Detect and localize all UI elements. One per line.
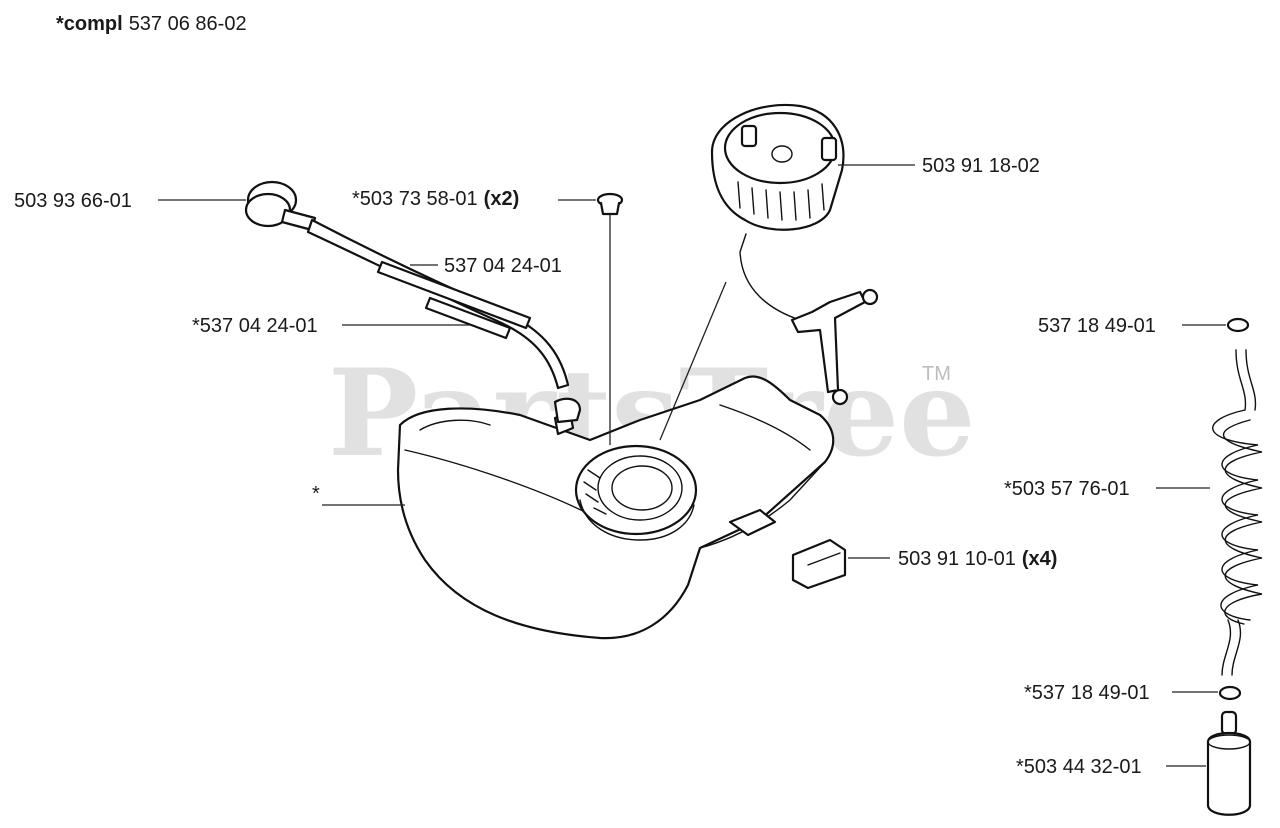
fuel-tank (396, 375, 835, 640)
fuel-filter (1206, 710, 1252, 816)
callout-qty-rubber-foot: (x4) (1022, 548, 1058, 570)
callout-label-fuel-cap: 503 91 18-02 (922, 155, 1040, 177)
grommet (596, 192, 624, 216)
callout-number-grommet: *503 73 58-01 (352, 188, 478, 210)
diagram-title: *compl 537 06 86-02 (56, 13, 247, 35)
callout-label-fuel-pickup: 503 93 66-01 (14, 190, 132, 212)
title-prefix: *compl (56, 13, 123, 35)
callout-label-grommet: *503 73 58-01 (x2) (352, 188, 519, 210)
watermark-tm: TM (922, 363, 951, 385)
fuel-hose-assembly (244, 180, 582, 424)
callout-label-o-ring-top: 537 18 49-01 (1038, 315, 1156, 337)
callout-qty-grommet: (x2) (484, 188, 520, 210)
callout-label-fuel-hose: 537 04 24-01 (444, 255, 562, 277)
callout-label-fuel-tank: * (312, 483, 320, 505)
rubber-foot (791, 538, 847, 590)
callout-label-fuel-hose-2: *537 04 24-01 (192, 315, 318, 337)
title-number: 537 06 86-02 (129, 13, 247, 35)
callout-number-rubber-foot: 503 91 10-01 (898, 548, 1016, 570)
callout-label-coil-hose: *503 57 76-01 (1004, 478, 1130, 500)
coil-hose (1212, 317, 1263, 701)
guide-line-cap (659, 281, 727, 441)
callout-label-rubber-foot: 503 91 10-01 (x4) (898, 548, 1057, 570)
fuel-cap (710, 103, 879, 406)
callout-label-fuel-filter: *503 44 32-01 (1016, 756, 1142, 778)
callout-label-o-ring-bottom: *537 18 49-01 (1024, 682, 1150, 704)
